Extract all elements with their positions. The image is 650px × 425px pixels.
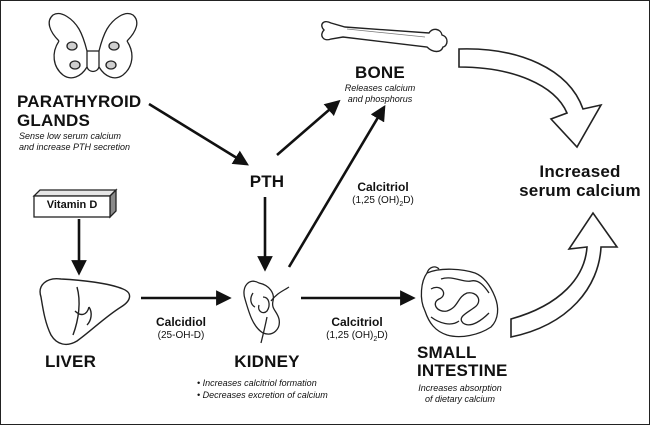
calcitriol-bone-label: Calcitriol	[357, 180, 409, 194]
kidney-bullet-1: • Increases calcitriol formation	[197, 378, 317, 388]
arrow-parathyroid-to-pth	[148, 102, 249, 166]
small-intestine-icon	[420, 266, 499, 338]
small-intestine-title-line2: INTESTINE	[417, 361, 508, 380]
bone-title: BONE	[355, 63, 405, 82]
small-intestine-title-line1: SMALL	[417, 343, 477, 362]
bone-icon	[321, 21, 448, 53]
bone-note-line2: and phosphorus	[347, 94, 413, 104]
arrow-pth-to-bone	[276, 99, 341, 156]
parathyroid-title-line2: GLANDS	[17, 111, 90, 130]
parathyroid-glands-icon	[48, 13, 138, 79]
kidney-icon	[243, 280, 290, 344]
kidney-bullet-2: • Decreases excretion of calcium	[197, 390, 328, 400]
calcitriol-intestine-label: Calcitriol	[331, 315, 383, 329]
small-intestine-note-line1: Increases absorption	[418, 383, 502, 393]
curved-arrow-bone-to-outcome	[458, 48, 603, 149]
calcitriol-intestine-formula: (1,25 (OH)2D)	[326, 330, 388, 343]
calcidiol-label: Calcidiol	[155, 315, 206, 329]
calcidiol-formula: (25-OH-D)	[157, 330, 205, 341]
liver-title: LIVER	[45, 352, 97, 371]
vitamin-d-box-shape	[32, 188, 118, 219]
calcitriol-bone-formula: (1,25 (OH)2D)	[352, 195, 414, 208]
small-intestine-note-line2: of dietary calcium	[424, 394, 496, 404]
pth-label: PTH	[249, 172, 285, 191]
outcome-line1: Increased	[539, 162, 621, 181]
parathyroid-note-line1: Sense low serum calcium	[19, 131, 122, 141]
bone-note-line1: Releases calcium	[344, 83, 416, 93]
liver-icon	[39, 278, 131, 346]
outcome-line2: serum calcium	[519, 181, 641, 200]
parathyroid-title-line1: PARATHYROID	[17, 92, 142, 111]
arrow-kidney-to-bone	[287, 104, 386, 268]
parathyroid-note-line2: and increase PTH secretion	[19, 142, 131, 152]
kidney-title: KIDNEY	[234, 352, 300, 371]
vitamin-d-label: Vitamin D	[46, 199, 98, 211]
curved-arrow-intestine-to-outcome	[510, 211, 619, 338]
